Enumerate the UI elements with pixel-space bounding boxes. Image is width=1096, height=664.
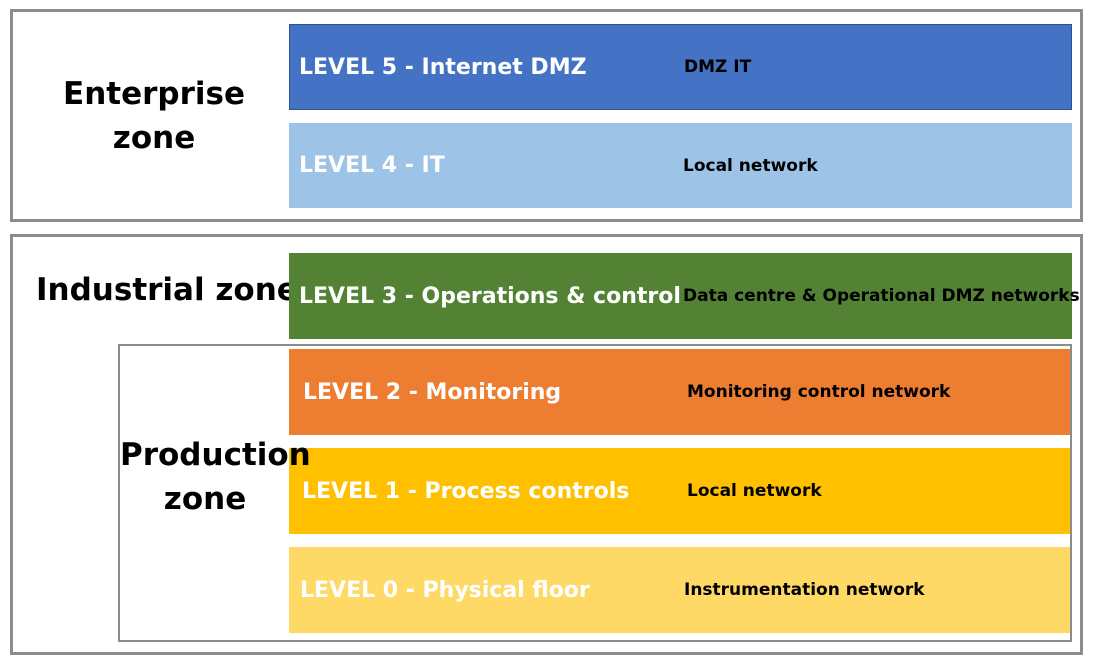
level-2-bar: LEVEL 2 - Monitoring Monitoring control … (289, 349, 1070, 435)
level-0-name: LEVEL 0 - Physical floor (300, 577, 590, 603)
level-0-bar: LEVEL 0 - Physical floor Instrumentation… (289, 547, 1070, 633)
production-zone-label: Production zone (120, 433, 311, 521)
level-3-bar: LEVEL 3 - Operations & control Data cent… (289, 253, 1080, 339)
level-1-bar: LEVEL 1 - Process controls Local network (289, 448, 1070, 534)
level-1-name: LEVEL 1 - Process controls (302, 478, 630, 504)
level-4-network: Local network (683, 155, 818, 176)
level-3-name: LEVEL 3 - Operations & control (299, 283, 681, 309)
industrial-zone-text: Industrial zone (36, 272, 298, 308)
level-5-bar: LEVEL 5 - Internet DMZ DMZ IT (289, 24, 1072, 110)
level-2-network: Monitoring control network (687, 382, 951, 402)
production-zone-box (118, 344, 1072, 642)
level-5-network: DMZ IT (684, 57, 752, 77)
industrial-zone-label: Industrial zone (36, 268, 298, 312)
level-4-name: LEVEL 4 - IT (299, 153, 445, 178)
level-3-network: Data centre & Operational DMZ networks (683, 286, 1080, 306)
enterprise-zone-text: Enterprise zone (63, 76, 245, 156)
level-5-name: LEVEL 5 - Internet DMZ (299, 54, 587, 80)
level-4-bar: LEVEL 4 - IT Local network (289, 123, 1072, 208)
level-0-network: Instrumentation network (684, 580, 925, 600)
level-1-network: Local network (687, 481, 822, 501)
production-zone-text: Production zone (120, 437, 311, 517)
level-2-name: LEVEL 2 - Monitoring (303, 379, 562, 405)
enterprise-zone-label: Enterprise zone (60, 72, 248, 160)
